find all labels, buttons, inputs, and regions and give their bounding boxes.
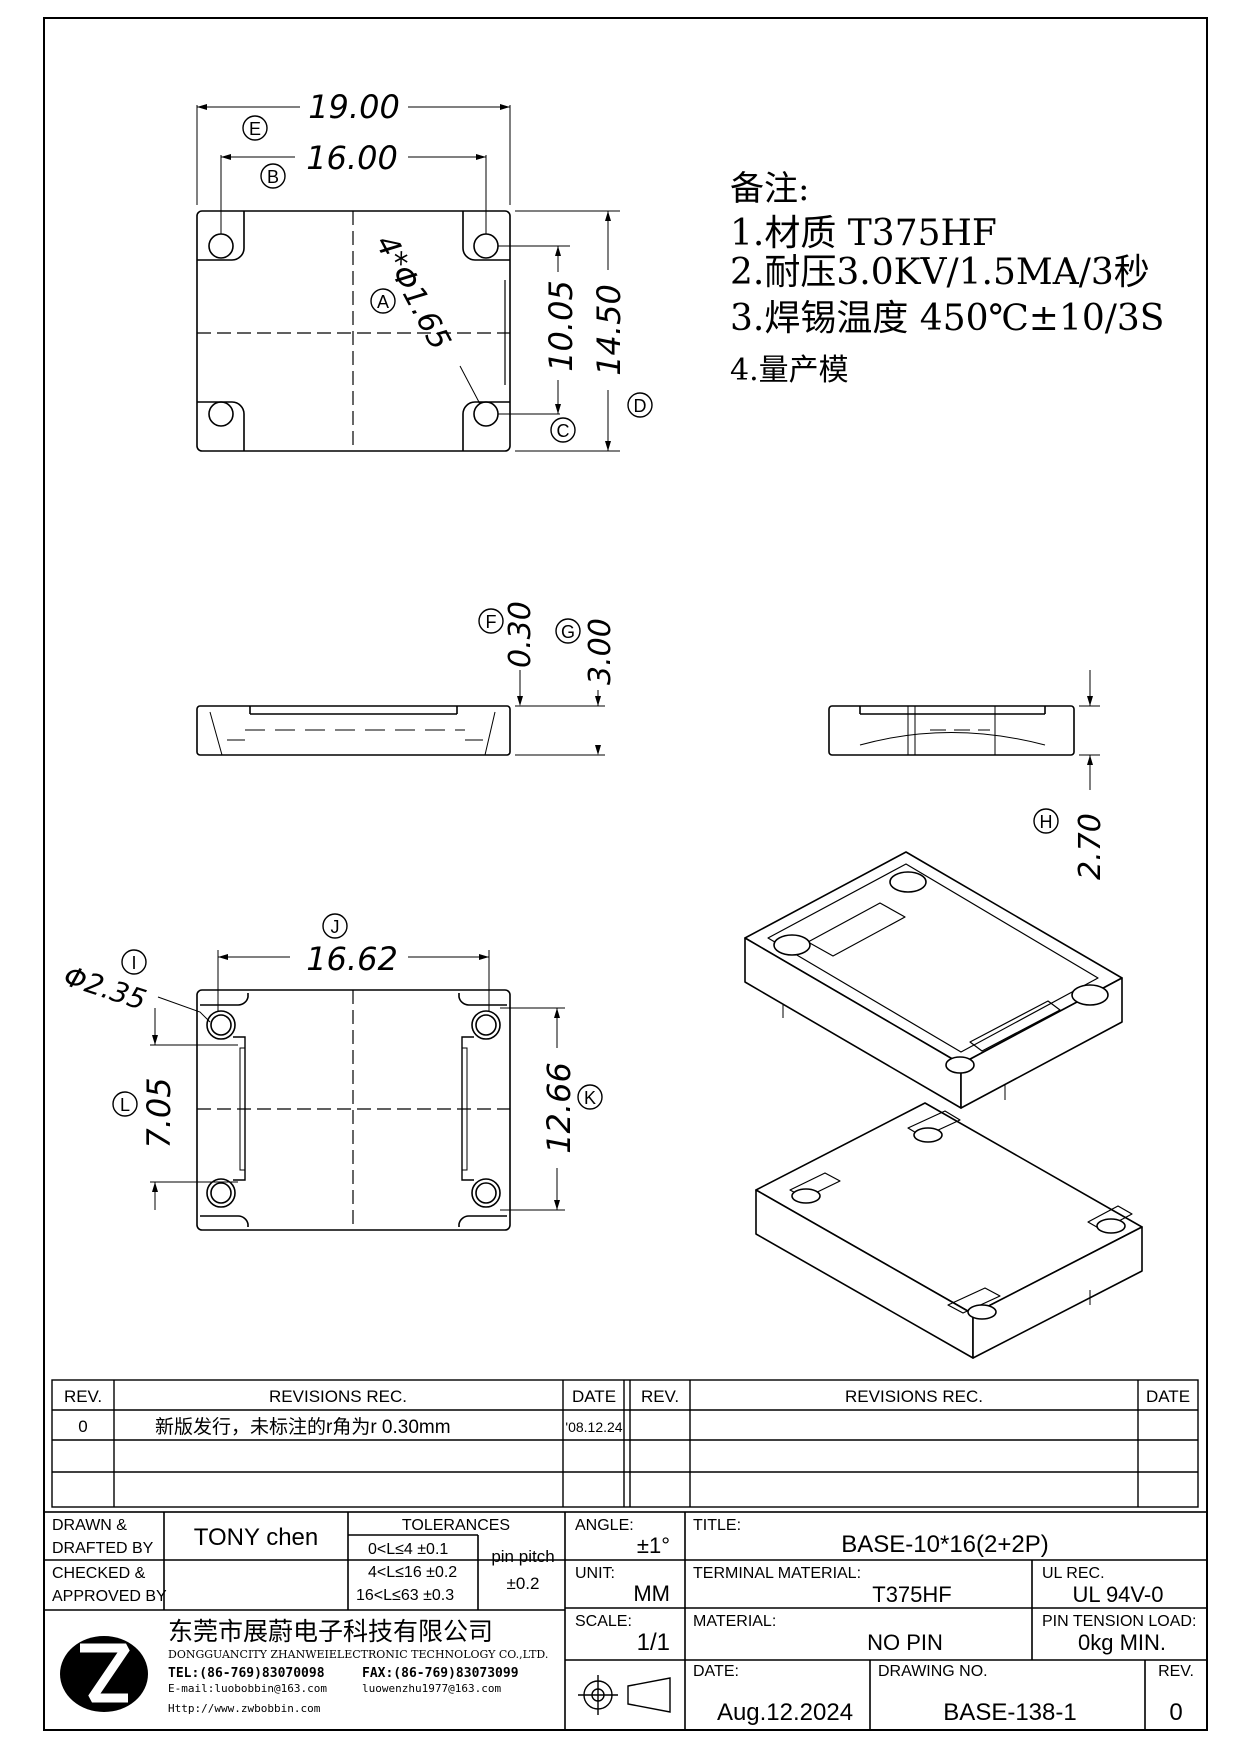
checked-label-2: APPROVED BY — [52, 1588, 167, 1605]
company-fax: FAX:(86-769)83073099 — [362, 1666, 519, 1681]
unit-label: UNIT: — [575, 1565, 615, 1582]
company-web: Http://www.zwbobbin.com — [168, 1702, 321, 1715]
dim-3-00: 3.00 — [583, 618, 618, 685]
notes: 备注: 1.材质 T375HF 2.耐压3.0KV/1.5MA/3秒 3.焊锡温… — [730, 169, 1164, 388]
balloons-top — [242, 115, 653, 443]
title-value: BASE-10*16(2+2P) — [841, 1531, 1048, 1558]
title-block-grid — [43, 1511, 1208, 1731]
angle-value: ±1° — [637, 1533, 670, 1558]
rec-header-right: REVISIONS REC. — [845, 1387, 983, 1406]
ul-rec-label: UL REC. — [1042, 1565, 1105, 1582]
balloon-a: A — [377, 292, 389, 312]
dim-0-30: 0.30 — [503, 601, 538, 668]
balloon-e: E — [249, 119, 261, 139]
bottom-view — [150, 950, 565, 1231]
company-email-2: luowenzhu1977@163.com — [362, 1682, 501, 1695]
terminal-material-label: TERMINAL MATERIAL: — [693, 1565, 861, 1582]
pin-tension-value: 0kg MIN. — [1078, 1630, 1166, 1655]
tolerance-3: 16<L≤63 ±0.3 — [356, 1587, 454, 1604]
balloon-i: I — [131, 953, 136, 973]
rev-header-left: REV. — [64, 1387, 102, 1406]
rev-value: 0 — [1169, 1699, 1182, 1726]
revision-row-rec: 新版发行，未标注的r角为r 0.30mm — [155, 1416, 451, 1438]
company-name-cn: 东莞市展蔚电子科技有限公司 — [168, 1617, 493, 1646]
revision-row-rev: 0 — [78, 1417, 87, 1436]
material-value: NO PIN — [867, 1630, 943, 1655]
side-view-arrows — [517, 696, 1093, 765]
dim-16-62: 16.62 — [306, 940, 398, 978]
pin-pitch-label: pin pitch — [491, 1547, 554, 1566]
company-logo-icon — [60, 1636, 148, 1712]
top-view-arrows — [197, 104, 611, 451]
balloons-side — [478, 608, 1059, 834]
revision-row-date: '08.12.24 — [565, 1419, 622, 1435]
note-4: 4.量产模 — [730, 353, 849, 388]
tolerance-2: 4<L≤16 ±0.2 — [368, 1564, 457, 1581]
title-label: TITLE: — [693, 1517, 741, 1534]
dim-7-05: 7.05 — [140, 1077, 178, 1148]
tolerance-1: 0<L≤4 ±0.1 — [368, 1541, 448, 1558]
note-3: 3.焊锡温度 450℃±10/3S — [730, 298, 1164, 339]
balloon-g: G — [561, 622, 575, 642]
side-view-front — [196, 670, 605, 756]
checked-label-1: CHECKED & — [52, 1565, 146, 1582]
dim-2-70: 2.70 — [1073, 813, 1108, 880]
dim-12-66: 12.66 — [540, 1062, 578, 1154]
iso-view-bottom — [755, 1102, 1143, 1359]
note-2: 2.耐压3.0KV/1.5MA/3秒 — [730, 252, 1150, 293]
scale-label: SCALE: — [575, 1613, 632, 1630]
date-header-right: DATE — [1146, 1387, 1190, 1406]
rev-header-right: REV. — [641, 1387, 679, 1406]
balloon-k: K — [584, 1088, 596, 1108]
date-value: Aug.12.2024 — [717, 1699, 853, 1726]
rec-header-left: REVISIONS REC. — [269, 1387, 407, 1406]
revisions-table — [51, 1379, 1199, 1508]
balloon-f: F — [486, 612, 497, 632]
note-1: 1.材质 T375HF — [730, 213, 997, 254]
dim-19-00: 19.00 — [308, 88, 400, 126]
side-view-side — [828, 670, 1100, 790]
balloon-j: J — [331, 917, 340, 937]
unit-value: MM — [633, 1581, 670, 1606]
drawn-label-1: DRAWN & — [52, 1517, 127, 1534]
scale-value: 1/1 — [637, 1629, 670, 1656]
company-name-en: DONGGUANCITY ZHANWEIELECTRONIC TECHNOLOG… — [168, 1648, 548, 1661]
balloon-c: C — [557, 421, 570, 441]
balloons-bottom — [112, 913, 603, 1117]
dim-16-00: 16.00 — [306, 139, 398, 177]
top-view — [196, 105, 620, 452]
bottom-view-arrows — [152, 954, 560, 1210]
dim-2-35: Φ2.35 — [60, 959, 150, 1016]
terminal-material-value: T375HF — [872, 1582, 951, 1607]
projection-symbol-icon — [578, 1675, 671, 1715]
date-label: DATE: — [693, 1663, 739, 1680]
drawing-no-value: BASE-138-1 — [943, 1699, 1076, 1726]
pin-tension-label: PIN TENSION LOAD: — [1042, 1613, 1196, 1630]
tolerances-label: TOLERANCES — [402, 1517, 510, 1534]
drawn-label-2: DRAFTED BY — [52, 1540, 154, 1557]
dim-14-50: 14.50 — [590, 284, 628, 376]
pin-pitch-value: ±0.2 — [507, 1574, 540, 1593]
company-email: E-mail:luobobbin@163.com — [168, 1682, 327, 1695]
dim-10-05: 10.05 — [542, 280, 580, 372]
iso-view-top — [744, 851, 1123, 1109]
rev-label: REV. — [1158, 1663, 1194, 1680]
drawn-value: TONY chen — [194, 1524, 319, 1551]
notes-heading: 备注: — [730, 169, 809, 209]
company-tel: TEL:(86-769)83070098 — [168, 1666, 325, 1681]
drawing-no-label: DRAWING NO. — [878, 1663, 988, 1680]
material-label: MATERIAL: — [693, 1613, 776, 1630]
balloon-l: L — [120, 1095, 130, 1115]
balloon-b: B — [267, 167, 279, 187]
balloon-d: D — [634, 396, 647, 416]
date-header-left: DATE — [572, 1387, 616, 1406]
balloon-h: H — [1040, 812, 1053, 832]
ul-rec-value: UL 94V-0 — [1073, 1582, 1164, 1607]
angle-label: ANGLE: — [575, 1517, 634, 1534]
